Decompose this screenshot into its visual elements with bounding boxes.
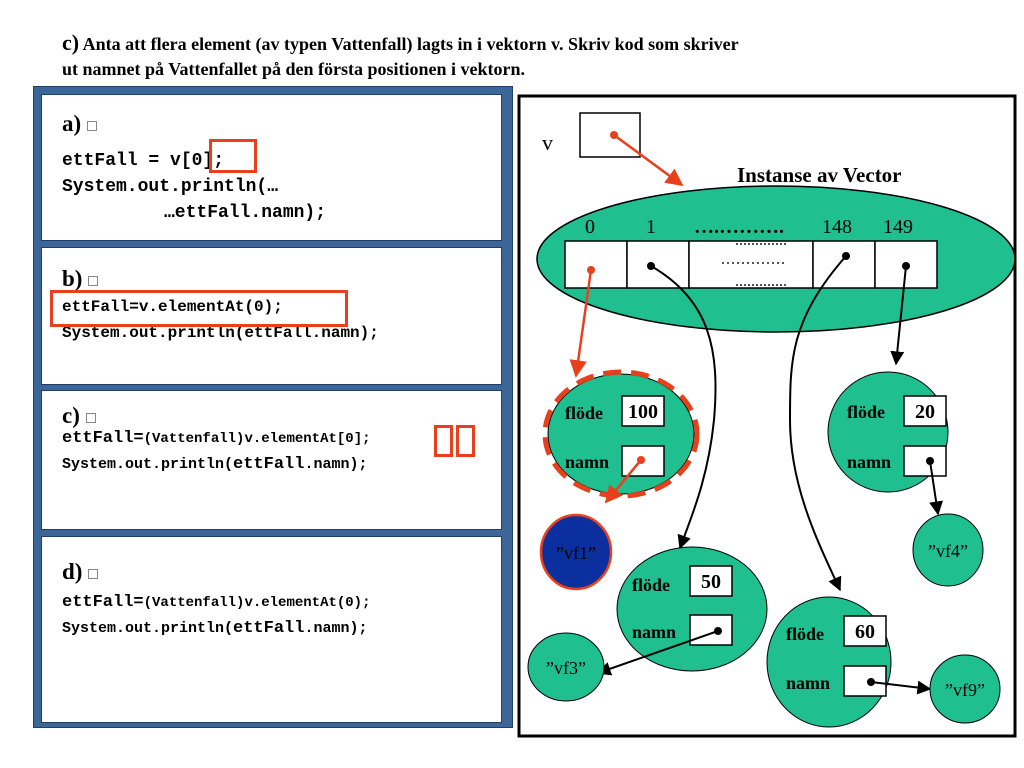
option-a-code-line-2: System.out.println(… (62, 177, 279, 197)
reference-arrow (890, 265, 907, 366)
highlight-box (434, 425, 453, 457)
index-label: ….………. (694, 216, 784, 238)
checkbox-icon[interactable] (87, 120, 98, 131)
option-b-code-line-2: System.out.println(ettFall.namn); (62, 324, 379, 342)
option-a-code-line-3: …ettFall.namn); (164, 203, 327, 223)
index-label: 149 (883, 216, 913, 238)
option-a[interactable]: a) ettFall = v[0]; System.out.println(… … (41, 94, 502, 241)
object-vf9: flöde 60 namn (766, 596, 932, 728)
reference-arrow (788, 255, 847, 592)
highlight-box (209, 139, 257, 173)
option-d-label: d) (62, 559, 99, 585)
string-vf1: ”vf1” (539, 513, 613, 591)
index-label: 1 (646, 216, 656, 238)
field-label: flöde (565, 403, 603, 423)
dashed-highlight (542, 369, 700, 499)
string-vf9: ”vf9” (929, 654, 1001, 724)
option-a-label: a) (62, 111, 98, 137)
option-c-code-line-1: ettFall=(Vattenfall)v.elementAt[0]; (62, 429, 371, 448)
options-panel: a) ettFall = v[0]; System.out.println(… … (33, 86, 513, 728)
reference-arrow (604, 459, 642, 504)
option-b-label: b) (62, 266, 99, 292)
question-line-2: ut namnet på Vattenfallet på den första … (62, 59, 526, 79)
option-b[interactable]: b) ettFall=v.elementAt(0); System.out.pr… (41, 247, 502, 385)
question-text: c) Anta att flera element (av typen Vatt… (62, 30, 962, 82)
reference-arrow (650, 265, 717, 550)
vector-title: Instanse av Vector (737, 163, 902, 187)
option-d[interactable]: d) ettFall=(Vattenfall)v.elementAt(0); S… (41, 536, 502, 723)
reference-arrow (929, 460, 944, 516)
option-c-label: c) (62, 403, 96, 429)
string-value: ”vf4” (928, 541, 968, 561)
checkbox-icon[interactable] (88, 568, 99, 579)
field-label: namn (786, 673, 830, 693)
object-vf1: flöde 100 namn (542, 369, 700, 504)
v-label: v (542, 130, 553, 155)
string-vf4: ”vf4” (912, 513, 984, 587)
flode-value: 20 (915, 401, 935, 423)
highlight-box (456, 425, 475, 457)
index-label: 148 (822, 216, 852, 238)
field-label: namn (632, 622, 676, 642)
question-line-1: Anta att flera element (av typen Vattenf… (82, 34, 739, 54)
field-label: flöde (786, 624, 824, 644)
field-label: flöde (847, 402, 885, 422)
option-c-code-line-2: System.out.println(ettFall.namn); (62, 455, 368, 474)
reference-arrow (613, 133, 684, 187)
flode-value: 50 (701, 571, 721, 593)
string-value: ”vf1” (556, 543, 596, 563)
field-label: namn (847, 452, 891, 472)
object-vf3: flöde 50 namn (596, 546, 768, 676)
option-d-code-line-1: ettFall=(Vattenfall)v.elementAt(0); (62, 593, 371, 612)
option-c[interactable]: c) ettFall=(Vattenfall)v.elementAt[0]; S… (41, 390, 502, 530)
reference-arrow (569, 269, 593, 378)
vector-cells (564, 240, 938, 289)
field-label: flöde (632, 575, 670, 595)
reference-arrow (596, 630, 719, 676)
index-label: 0 (585, 216, 595, 238)
highlight-box (50, 290, 348, 327)
flode-value: 100 (628, 401, 658, 423)
string-value: ”vf9” (945, 680, 985, 700)
field-label: namn (565, 452, 609, 472)
string-value: ”vf3” (546, 658, 586, 678)
checkbox-icon[interactable] (85, 412, 96, 423)
option-d-code-line-2: System.out.println(ettFall.namn); (62, 619, 368, 638)
object-vf4: flöde 20 namn (827, 371, 949, 516)
option-b-code-line-1: ettFall=v.elementAt(0); (62, 298, 283, 316)
string-vf3: ”vf3” (527, 632, 605, 702)
flode-value: 60 (855, 621, 875, 643)
checkbox-icon[interactable] (88, 275, 99, 286)
question-label: c) (62, 30, 80, 55)
reference-arrow (870, 680, 932, 695)
